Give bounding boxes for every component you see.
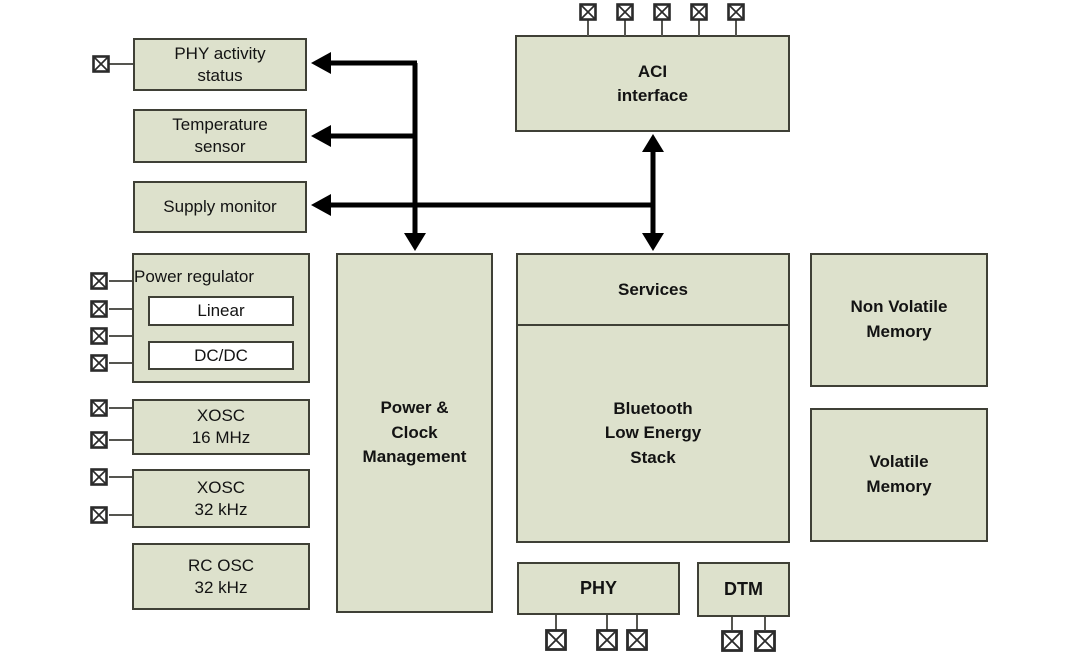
block-label: Bluetooth Low Energy Stack <box>604 398 702 467</box>
pin-stem <box>109 308 132 310</box>
pin-icon <box>90 431 108 449</box>
arrowhead-left-icon <box>311 52 331 74</box>
pin-stem <box>698 20 700 36</box>
block-label: DC/DC <box>194 345 248 365</box>
pin-icon <box>90 468 108 486</box>
block-phy: PHY <box>517 562 680 615</box>
block-label: PHY activity status <box>174 43 266 85</box>
pin-stem <box>587 20 589 36</box>
block-rc-osc-32khz: RC OSC 32 kHz <box>132 543 310 610</box>
pin-stem <box>606 615 608 630</box>
block-label: XOSC 32 kHz <box>194 477 248 519</box>
pin-stem <box>636 615 638 630</box>
block-services: Services <box>518 255 788 326</box>
pin-stem <box>109 63 133 65</box>
block-linear-regulator: Linear <box>148 296 294 326</box>
pin-icon <box>616 3 634 21</box>
block-label: Services <box>618 279 688 299</box>
block-non-volatile-memory: Non Volatile Memory <box>810 253 988 387</box>
pin-icon <box>626 629 648 651</box>
pin-stem <box>735 20 737 36</box>
block-temperature-sensor: Temperature sensor <box>133 109 307 163</box>
pin-stem <box>764 617 766 630</box>
pin-icon <box>690 3 708 21</box>
pin-icon <box>754 630 776 652</box>
block-power-clock-management: Power & Clock Management <box>336 253 493 613</box>
pin-icon <box>90 300 108 318</box>
block-label: XOSC 16 MHz <box>191 406 251 447</box>
arrowhead-left-icon <box>311 125 331 147</box>
block-power-regulator: Power regulator Linear DC/DC <box>132 253 310 383</box>
block-label: Non Volatile Memory <box>850 297 948 341</box>
pin-stem <box>624 20 626 36</box>
block-label: Power regulator <box>134 267 255 286</box>
pin-icon <box>596 629 618 651</box>
block-label: Linear <box>197 301 245 321</box>
pin-icon <box>721 630 743 652</box>
block-xosc-16mhz: XOSC 16 MHz <box>132 399 310 455</box>
pin-stem <box>109 407 132 409</box>
pin-stem <box>109 280 132 282</box>
block-dtm: DTM <box>697 562 790 617</box>
pin-stem <box>109 514 132 516</box>
block-label: DTM <box>724 578 763 599</box>
pin-icon <box>727 3 745 21</box>
block-label: Supply monitor <box>163 197 277 217</box>
pin-icon <box>579 3 597 21</box>
pin-stem <box>109 335 132 337</box>
arrowhead-up-icon <box>642 134 664 152</box>
block-label: Temperature sensor <box>172 115 268 156</box>
block-label: Power & Clock Management <box>362 398 467 467</box>
pin-stem <box>109 362 132 364</box>
pin-icon <box>653 3 671 21</box>
pin-stem <box>661 20 663 36</box>
block-ble-stack-label-area: Bluetooth Low Energy Stack <box>518 326 788 541</box>
arrowhead-down-icon <box>404 233 426 251</box>
block-label: Volatile Memory <box>866 452 932 496</box>
pin-icon <box>90 327 108 345</box>
pin-stem <box>109 476 132 478</box>
block-label: ACI interface <box>617 61 688 105</box>
block-volatile-memory: Volatile Memory <box>810 408 988 542</box>
block-ble-stack: Services Bluetooth Low Energy Stack <box>516 253 790 543</box>
block-dcdc-regulator: DC/DC <box>148 341 294 370</box>
pin-icon <box>90 399 108 417</box>
pin-stem <box>731 617 733 630</box>
pin-stem <box>555 615 557 630</box>
block-aci-interface: ACI interface <box>515 35 790 132</box>
block-xosc-32khz: XOSC 32 kHz <box>132 469 310 528</box>
pin-icon <box>90 272 108 290</box>
arrowhead-left-icon <box>311 194 331 216</box>
block-label: RC OSC 32 kHz <box>187 555 255 597</box>
pin-stem <box>109 439 132 441</box>
block-supply-monitor: Supply monitor <box>133 181 307 233</box>
block-phy-activity-status: PHY activity status <box>133 38 307 91</box>
arrowhead-down-icon <box>642 233 664 251</box>
pin-icon <box>90 506 108 524</box>
block-label: PHY <box>579 577 617 598</box>
pin-icon <box>92 55 110 73</box>
pin-icon <box>545 629 567 651</box>
pin-icon <box>90 354 108 372</box>
